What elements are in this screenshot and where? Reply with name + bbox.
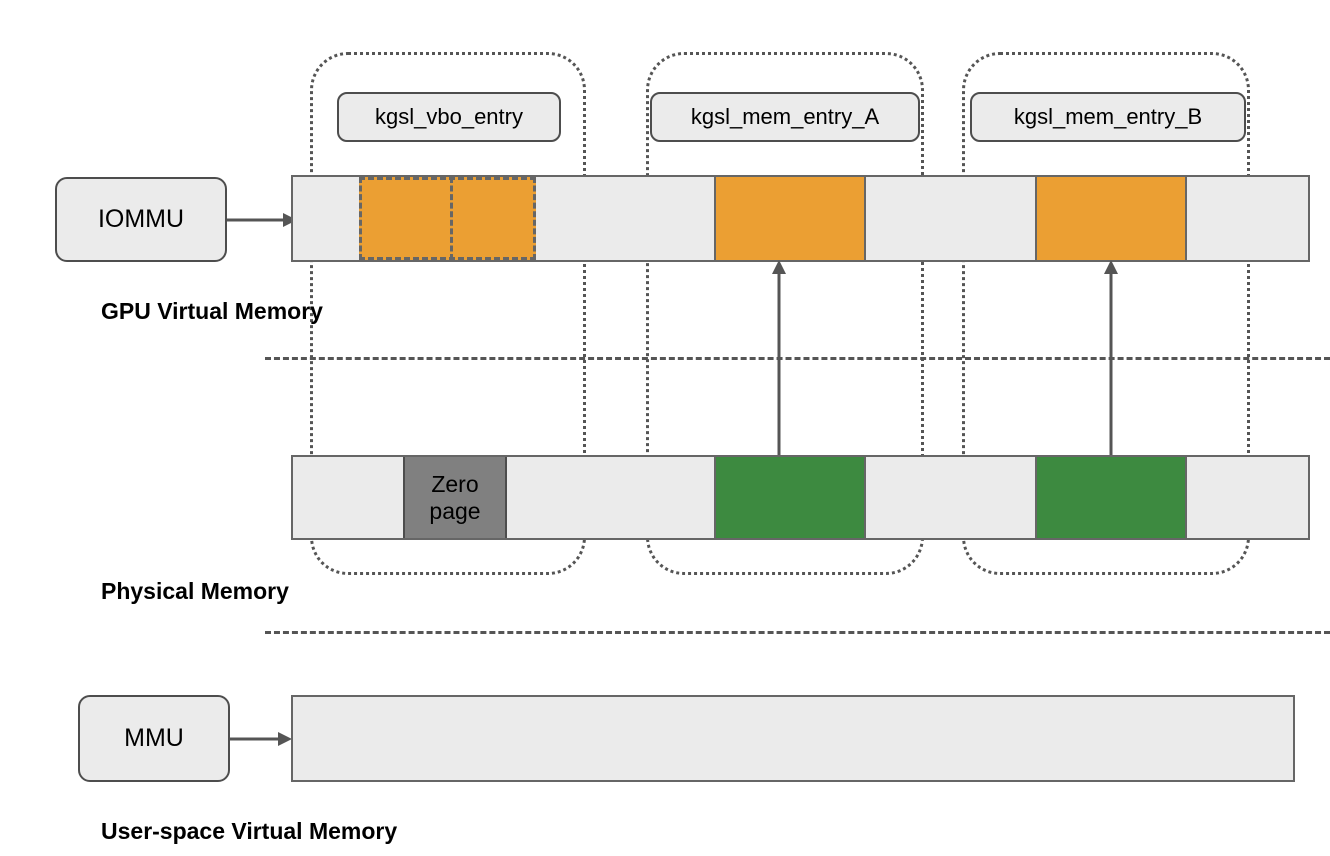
caption-physical-memory-text: Physical Memory: [101, 578, 289, 604]
divider-physical-userspace: [265, 631, 1330, 634]
caption-user-space-virtual-memory: User-space Virtual Memory: [101, 818, 397, 845]
block-physical-a: [714, 457, 866, 538]
label-kgsl-vbo-entry-text: kgsl_vbo_entry: [375, 103, 523, 129]
vbo-range-split: [450, 177, 453, 260]
caption-gpu-virtual-memory-text: GPU Virtual Memory: [101, 298, 323, 324]
iommu-label: IOMMU: [97, 204, 185, 233]
caption-user-space-virtual-memory-text: User-space Virtual Memory: [101, 818, 398, 844]
zero-page-label-line1: Zero: [431, 471, 479, 498]
block-vbo-range: [359, 177, 536, 260]
block-physical-b: [1035, 457, 1187, 538]
caption-gpu-virtual-memory: GPU Virtual Memory: [101, 298, 323, 325]
label-kgsl-mem-entry-a: kgsl_mem_entry_A: [650, 92, 920, 142]
iommu-to-gpu-arrow: [227, 213, 297, 227]
block-zero-page: Zero page: [403, 457, 507, 538]
mmu-node: MMU: [78, 695, 230, 782]
divider-gpu-physical: [265, 357, 1330, 360]
iommu-node: IOMMU: [55, 177, 227, 262]
caption-physical-memory: Physical Memory: [101, 578, 289, 605]
gpu-virtual-memory-bar: [291, 175, 1310, 262]
physical-memory-bar: Zero page: [291, 455, 1310, 540]
block-mem-entry-a-range: [714, 177, 866, 260]
mmu-label: MMU: [124, 723, 184, 752]
label-kgsl-vbo-entry: kgsl_vbo_entry: [337, 92, 561, 142]
label-kgsl-mem-entry-b-text: kgsl_mem_entry_B: [1013, 103, 1203, 129]
block-mem-entry-b-range: [1035, 177, 1187, 260]
label-kgsl-mem-entry-b: kgsl_mem_entry_B: [970, 92, 1246, 142]
label-kgsl-mem-entry-a-text: kgsl_mem_entry_A: [690, 103, 880, 129]
user-space-virtual-memory-bar: [291, 695, 1295, 782]
zero-page-label-line2: page: [429, 497, 481, 524]
mmu-to-userspace-arrow: [230, 732, 292, 746]
